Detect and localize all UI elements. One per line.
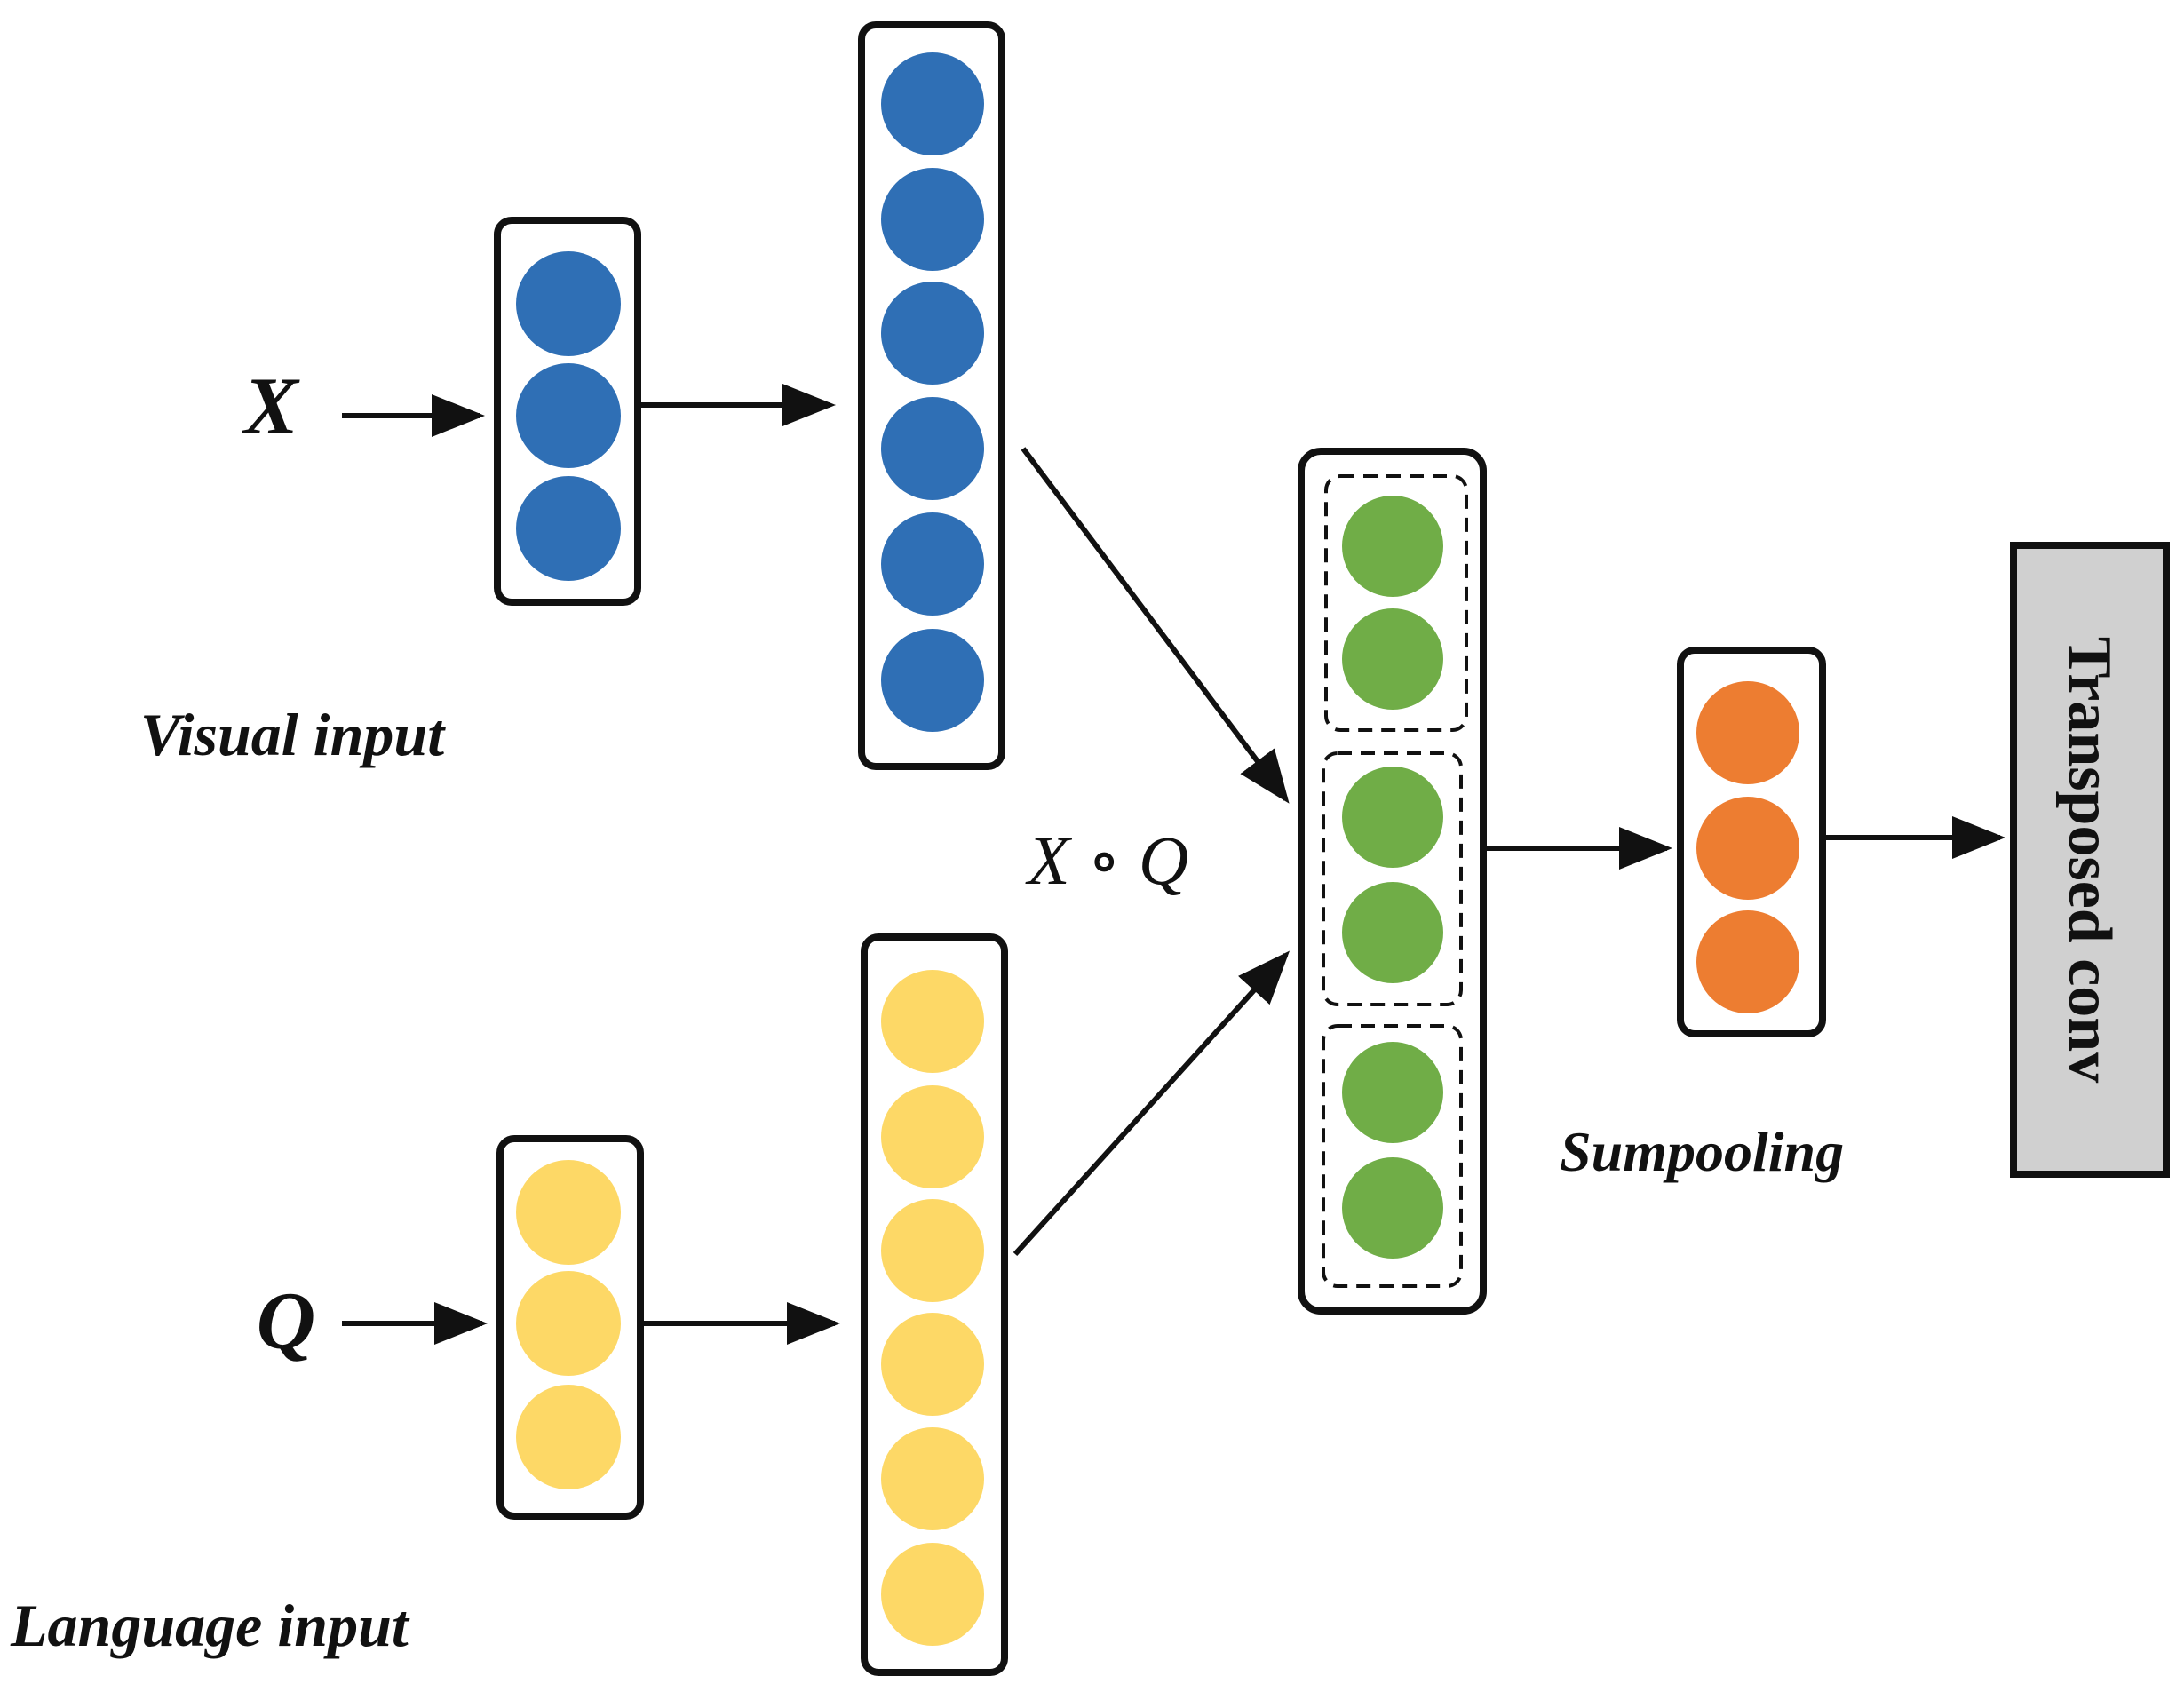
pooled-node-2 xyxy=(1696,797,1799,900)
fused-layer xyxy=(1298,448,1487,1315)
node-layer xyxy=(516,52,1799,1646)
fused-node-5 xyxy=(1342,1042,1443,1143)
visual-input-label: Visual input xyxy=(140,701,446,768)
visual-large-node-3 xyxy=(881,282,984,385)
visual-large-node-1 xyxy=(881,52,984,155)
language-large-node-6 xyxy=(881,1543,984,1646)
pooled-node-1 xyxy=(1696,681,1799,784)
fused-node-6 xyxy=(1342,1157,1443,1259)
visual-small-node-3 xyxy=(516,476,621,581)
sumpooling-label: Sumpooling xyxy=(1560,1120,1844,1183)
visual-large-node-2 xyxy=(881,168,984,271)
language-small-layer xyxy=(496,1135,644,1520)
fused-group-2 xyxy=(1322,751,1463,1006)
transposed-conv-label: Transposed conv xyxy=(2055,637,2124,1083)
pooled-node-3 xyxy=(1696,910,1799,1013)
language-large-node-2 xyxy=(881,1085,984,1188)
product-label: X ∘ Q xyxy=(1025,822,1188,899)
visual-large-node-5 xyxy=(881,512,984,616)
language-small-node-1 xyxy=(516,1160,621,1265)
arrow-language-to-fused xyxy=(1013,950,1291,1257)
arrow-visual-to-fused xyxy=(1021,447,1290,804)
language-small-node-2 xyxy=(516,1271,621,1376)
language-large-node-4 xyxy=(881,1313,984,1416)
fused-group-3 xyxy=(1322,1024,1463,1288)
fused-group-1 xyxy=(1324,474,1468,732)
x-input-label: X xyxy=(241,361,300,451)
visual-large-node-4 xyxy=(881,397,984,500)
language-large-node-1 xyxy=(881,970,984,1073)
language-large-layer xyxy=(861,933,1008,1676)
q-input-label: Q xyxy=(257,1275,315,1366)
fused-node-4 xyxy=(1342,882,1443,983)
pooled-layer xyxy=(1677,647,1826,1037)
fused-node-1 xyxy=(1342,496,1443,597)
visual-small-layer xyxy=(494,217,641,606)
visual-small-node-1 xyxy=(516,251,621,356)
fused-node-3 xyxy=(1342,767,1443,868)
language-small-node-3 xyxy=(516,1385,621,1489)
visual-large-layer xyxy=(858,21,1005,770)
transposed-conv-box xyxy=(2010,542,2170,1178)
visual-large-node-6 xyxy=(881,629,984,732)
language-large-node-5 xyxy=(881,1427,984,1530)
language-input-label: Language input xyxy=(10,1592,410,1659)
language-large-node-3 xyxy=(881,1199,984,1302)
visual-small-node-2 xyxy=(516,363,621,468)
fused-node-2 xyxy=(1342,608,1443,710)
